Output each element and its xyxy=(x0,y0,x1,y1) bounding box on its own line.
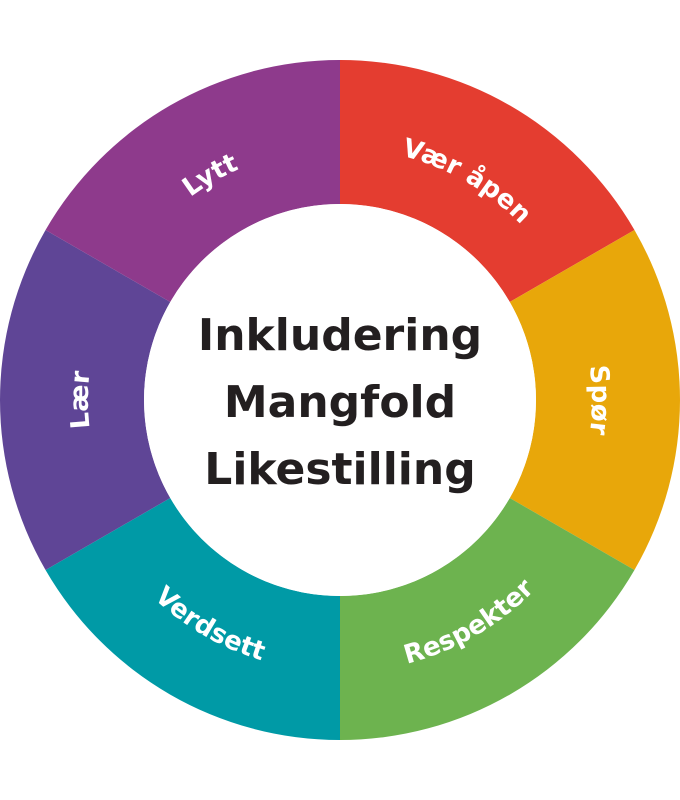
segment-respekter xyxy=(340,498,635,740)
label-spor-text: Spør xyxy=(583,364,615,437)
center-line-1: Inkludering xyxy=(198,310,482,361)
segment-laer xyxy=(0,230,171,570)
label-laer-text: Lær xyxy=(65,370,97,431)
segment-vaer-apen xyxy=(340,60,635,302)
center-line-3: Likestilling xyxy=(204,444,475,495)
center-line-2: Mangfold xyxy=(224,377,456,428)
label-spor: Spør xyxy=(583,364,615,437)
segment-lytt xyxy=(45,60,340,302)
segment-verdsett xyxy=(45,498,340,740)
segment-spor xyxy=(509,230,680,570)
center-circle xyxy=(144,204,536,596)
label-laer: Lær xyxy=(65,370,97,431)
